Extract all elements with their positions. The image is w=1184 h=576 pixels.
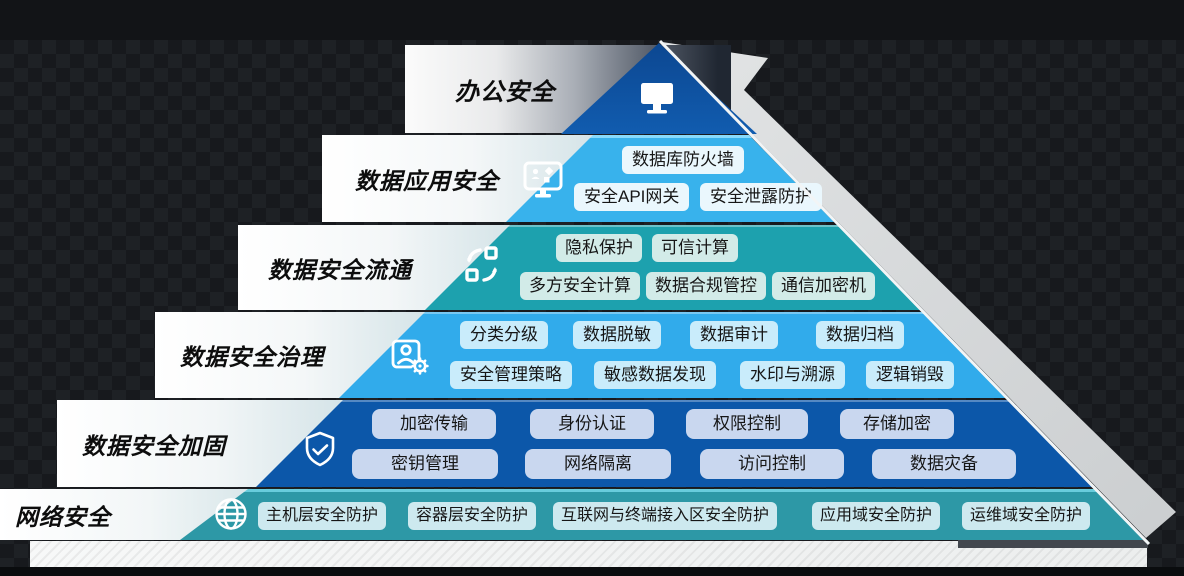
level-label-band-data-security-hardening: 数据安全加固 [57,400,343,487]
tag-pill: 通信加密机 [772,272,875,300]
user-gear-icon [385,331,433,379]
tag-pill: 可信计算 [652,234,738,262]
tag-pill: 分类分级 [460,321,548,349]
tag-pill: 应用域安全防护 [812,502,941,530]
tag-pill: 存储加密 [840,409,954,439]
tag-pill: 数据合规管控 [646,272,766,300]
level-label-office-security: 办公安全 [455,78,555,106]
tag-pill: 运维域安全防护 [962,502,1091,530]
tag-pill: 敏感数据发现 [594,361,716,389]
tag-pill: 加密传输 [372,409,496,439]
bottom-bar [0,567,1184,576]
tag-pill: 水印与溯源 [740,361,845,389]
tag-pill: 安全管理策略 [450,361,572,389]
tag-pill: 数据归档 [816,321,904,349]
level-label-network-security: 网络安全 [15,503,111,530]
monitor-icon [638,80,676,116]
level-label-data-security-hardening: 数据安全加固 [82,432,226,459]
tag-pill: 访问控制 [700,449,844,479]
tag-pill: 多方安全计算 [520,272,640,300]
baseboard-shadow [958,540,1148,548]
globe-icon [211,494,251,534]
app-monitor-icon [520,156,566,202]
data-exchange-icon [458,241,506,289]
tag-pill: 安全API网关 [574,183,690,211]
tag-pill: 容器层安全防护 [408,502,537,530]
tag-pill: 密钥管理 [352,449,498,479]
tag-pill: 逻辑销毁 [866,361,954,389]
level-label-data-application-security: 数据应用安全 [355,167,499,194]
tag-pill: 数据审计 [690,321,778,349]
tag-pill: 互联网与终端接入区安全防护 [553,502,778,530]
tag-pill: 数据库防火墙 [622,146,744,174]
tag-pill: 安全泄露防护 [700,183,822,211]
tag-pill: 权限控制 [686,409,808,439]
tag-pill: 网络隔离 [525,449,671,479]
shield-check-icon [299,429,341,471]
level-label-data-security-governance: 数据安全治理 [180,344,324,370]
tag-pill: 主机层安全防护 [258,502,387,530]
tag-pill: 身份认证 [530,409,654,439]
tag-pill: 隐私保护 [556,234,642,262]
level-label-data-secure-circulation: 数据安全流通 [268,256,412,283]
tag-pill: 数据脱敏 [573,321,661,349]
tag-pill: 数据灾备 [872,449,1016,479]
